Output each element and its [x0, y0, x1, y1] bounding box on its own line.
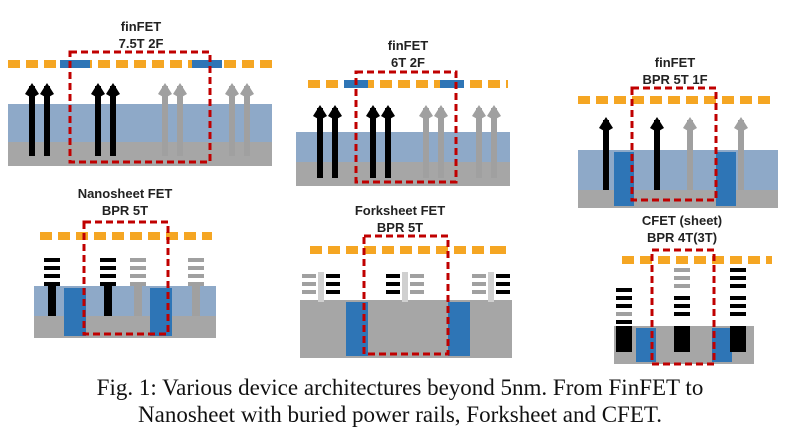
p2-power-rail-right [440, 80, 464, 88]
p1-power-rail-right [192, 60, 222, 68]
panel-1-title: finFET 7.5T 2F [119, 18, 164, 52]
p3-oxide [578, 150, 778, 190]
p4-sheet-stack-2 [100, 258, 116, 316]
p4-sheet-stack-4 [188, 258, 204, 316]
panel-5-forksheet [300, 234, 512, 358]
p6-cfet-stack-2 [674, 268, 690, 352]
p6-metal-tracks [622, 256, 772, 264]
p2-substrate [296, 162, 510, 186]
panel-1-finfet-7-5t [8, 50, 272, 166]
p4-cell-boundary [82, 220, 170, 336]
p3-buried-rail-right [716, 152, 736, 206]
p1-metal-tracks [8, 60, 272, 68]
p4-substrate [34, 316, 216, 338]
p5-sheet-stack-2 [386, 272, 424, 302]
panel-3-title-line1: finFET [654, 55, 696, 70]
p5-metal-tracks [310, 246, 506, 254]
panel-4-nanosheet [34, 220, 216, 338]
panel-2-finfet-6t [296, 70, 510, 186]
p6-cfet-stack-3 [730, 268, 746, 352]
panel-2-title-line1: finFET [387, 38, 429, 53]
panel-5-title-line1: Forksheet FET [354, 203, 446, 218]
p1-oxide [8, 104, 272, 142]
p4-oxide [34, 286, 216, 316]
p4-buried-rail-left [64, 288, 86, 336]
panel-1-title-line1: finFET [120, 19, 162, 34]
panel-2-title: finFET 6T 2F [388, 37, 428, 71]
panel-6-title: CFET (sheet) BPR 4T(3T) [642, 212, 722, 246]
p5-cell-boundary [362, 234, 450, 356]
p4-sheet-stack-3 [130, 258, 146, 316]
p2-cell-boundary [354, 70, 458, 184]
p4-track-gaps [52, 232, 202, 240]
p5-track-gaps [322, 246, 490, 254]
p2-oxide [296, 132, 510, 162]
p5-substrate [300, 300, 512, 358]
p1-cell-boundary [68, 50, 212, 164]
panel-5-title-line2: BPR 5T [376, 220, 424, 235]
p3-track-gaps [590, 96, 774, 104]
p3-cell-boundary [630, 86, 718, 202]
p4-buried-rail-right [150, 288, 172, 336]
p5-sheet-stack-3 [472, 272, 510, 302]
p6-buried-rail-right [712, 328, 732, 362]
p5-sheet-stack-1 [302, 272, 340, 302]
panel-3-title-line2: BPR 5T 1F [642, 72, 708, 87]
panel-4-title: Nanosheet FET BPR 5T [78, 185, 173, 219]
panel-3-title: finFET BPR 5T 1F [642, 54, 707, 88]
p4-sheet-stack-1 [44, 258, 60, 316]
panel-6-title-line1: CFET (sheet) [641, 213, 723, 228]
p5-buried-rail-right [448, 302, 470, 356]
p6-track-gaps [634, 256, 766, 264]
p3-buried-rail-left [614, 152, 634, 206]
panel-5-title: Forksheet FET BPR 5T [355, 202, 445, 236]
figure-caption-line1: Fig. 1: Various device architectures bey… [96, 375, 704, 400]
p2-metal-tracks [308, 80, 508, 88]
panel-6-title-line2: BPR 4T(3T) [646, 230, 718, 245]
p1-power-rail-left [60, 60, 90, 68]
p6-cfet-stack-1 [616, 288, 632, 352]
panel-1-title-line2: 7.5T 2F [118, 36, 164, 51]
panel-6-cfet [614, 248, 772, 366]
p3-metal-tracks [578, 96, 774, 104]
panel-3-finfet-bpr [578, 86, 778, 208]
panel-4-title-line1: Nanosheet FET [77, 186, 173, 201]
panel-2-title-line2: 6T 2F [391, 55, 425, 70]
figure-caption-line2: Nanosheet with buried power rails, Forks… [138, 402, 662, 427]
panel-4-title-line2: BPR 5T [101, 203, 149, 218]
